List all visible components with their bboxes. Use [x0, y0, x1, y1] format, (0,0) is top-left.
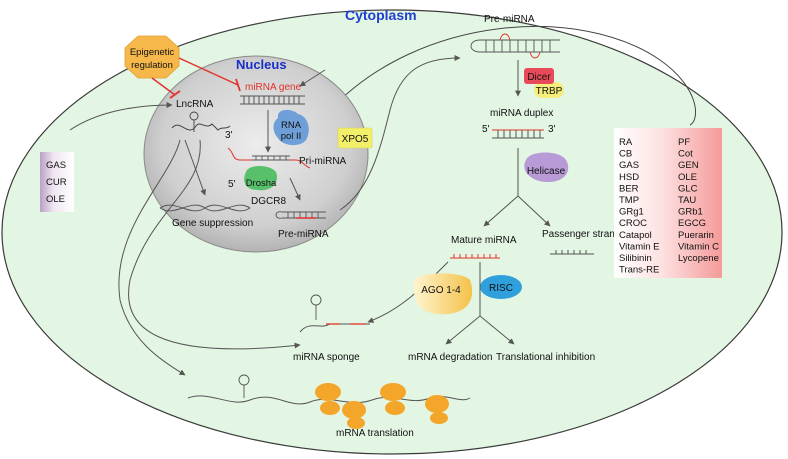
- right-col1-item: TMP: [619, 195, 639, 206]
- epigenetic-inhibit-lncrna-line: [151, 77, 176, 96]
- epigenetic-regulation-hexagon: [124, 35, 180, 79]
- nucleus-title: Nucleus: [236, 57, 287, 72]
- right-col2-item: Vitamin C: [678, 241, 719, 252]
- right-col1-item: CB: [619, 149, 632, 160]
- trbp-box: [534, 82, 564, 98]
- mature-mirna-strand: [450, 254, 500, 259]
- passenger-strand-label: Passenger strand: [542, 229, 620, 240]
- right-col1-item: HSD: [619, 172, 639, 183]
- mirna-duplex-label: miRNA duplex: [490, 108, 553, 119]
- risc-to-degradation-arrow: [445, 315, 481, 345]
- nuclear-export-arrow: [339, 55, 461, 211]
- duplex-5prime: 5': [482, 124, 490, 135]
- pre-mirna-cyto-hairpin: [470, 33, 560, 59]
- right-col1-item: Vitamin E: [619, 241, 659, 252]
- right-compound-panel: [614, 128, 722, 278]
- dicer-label: Dicer: [527, 72, 551, 83]
- mirna-gene-dna: [240, 95, 305, 105]
- split-to-mature-arrow: [483, 195, 519, 227]
- lncrna-structure: [171, 123, 231, 131]
- mirna-duplex-strands: [492, 129, 544, 139]
- dicer-box: [524, 68, 554, 84]
- ribosomes: [315, 383, 449, 429]
- cytoplasm-to-lncrna-arrow: [69, 102, 173, 131]
- mature-to-sponge-arrow: [367, 261, 449, 323]
- drosha-label: Drosha: [246, 178, 277, 189]
- right-col1-item: GRg1: [619, 207, 644, 218]
- lncrna-to-translation-arrow: [118, 139, 186, 376]
- rna-pol-ii-label-2: pol II: [281, 131, 302, 142]
- ago-label: AGO 1-4: [421, 285, 461, 296]
- gene-suppression-label: Gene suppression: [172, 218, 253, 229]
- rna-pol-ii-blob: [273, 109, 309, 146]
- left-compound-panel: [40, 152, 74, 212]
- right-col2-item: OLE: [678, 172, 697, 183]
- right-col1-item: Trans-RE: [619, 265, 659, 276]
- pre-mirna-cyto-label: Pre-miRNA: [484, 14, 535, 25]
- right-col2-item: Puerarin: [678, 230, 714, 241]
- pri-mirna-hairpin: [252, 155, 290, 161]
- mrna-translation-label: mRNA translation: [336, 428, 414, 439]
- passenger-strand-shape: [550, 250, 594, 255]
- right-col2-item: EGCG: [678, 218, 706, 229]
- right-compound-col2: PFCotGENOLEGLCTAUGRb1EGCGPuerarinVitamin…: [678, 137, 719, 264]
- lncrna-label: LncRNA: [176, 99, 214, 110]
- pri-mirna-3prime: 3': [225, 130, 233, 141]
- epigenetic-inhibit-mirna-bar: [235, 78, 241, 92]
- drosha-blob: [244, 166, 278, 191]
- helicase-blob: [524, 152, 569, 182]
- left-compound-1: CUR: [46, 177, 67, 188]
- epigenetic-inhibit-mirna-line: [178, 57, 239, 86]
- feedback-arrow-to-mirna-gene: [299, 69, 326, 87]
- right-col2-item: GLC: [678, 183, 698, 194]
- left-compound-2: OLE: [46, 194, 65, 205]
- right-col2-item: Lycopene: [678, 253, 719, 264]
- risc-to-inhibition-arrow: [479, 315, 515, 345]
- dgcr8-label: DGCR8: [251, 196, 286, 207]
- translational-inhibition-label: Translational inhibition: [496, 352, 595, 363]
- right-col2-item: GEN: [678, 160, 699, 171]
- right-col1-item: RA: [619, 137, 633, 148]
- rna-pol-ii-label-1: RNA: [281, 120, 302, 131]
- split-to-passenger-arrow: [517, 195, 551, 227]
- gene-suppression-dna-strand-b: [159, 204, 251, 212]
- mirna-sponge-label: miRNA sponge: [293, 352, 360, 363]
- epigenetic-regulation-label-2: regulation: [131, 60, 173, 71]
- duplex-3prime: 3': [548, 124, 556, 135]
- lncrna-to-suppression-arrow: [184, 139, 206, 196]
- pre-mirna-nucleus-label: Pre-miRNA: [278, 229, 329, 240]
- epigenetic-inhibit-lncrna-bar: [169, 90, 181, 99]
- risc-blob: [480, 275, 522, 299]
- right-col1-item: CROC: [619, 218, 647, 229]
- xpo5-box: [337, 127, 373, 149]
- right-col2-item: PF: [678, 137, 690, 148]
- pri-mirna-5prime: 5': [228, 179, 236, 190]
- right-col2-item: GRb1: [678, 207, 703, 218]
- right-col1-item: BER: [619, 183, 639, 194]
- pri-mirna-label: Pri-miRNA: [299, 156, 347, 167]
- cytoplasm-divider-curve: [329, 25, 696, 126]
- right-col1-item: GAS: [619, 160, 639, 171]
- trbp-label: TRBP: [536, 86, 563, 97]
- risc-label: RISC: [489, 283, 513, 294]
- right-col2-item: Cot: [678, 149, 693, 160]
- nucleus-compartment: [143, 55, 369, 253]
- right-col1-item: Silibinin: [619, 253, 652, 264]
- helicase-label: Helicase: [527, 166, 566, 177]
- xpo5-label: XPO5: [342, 134, 369, 145]
- right-col1-item: Catapol: [619, 230, 652, 241]
- mrna-degradation-label: mRNA degradation: [408, 352, 493, 363]
- lncrna-to-sponge-arrow: [128, 139, 301, 350]
- cytoplasm-title: Cytoplasm: [345, 7, 417, 23]
- left-compound-0: GAS: [46, 160, 66, 171]
- epigenetic-regulation-label-1: Epigenetic: [130, 47, 175, 58]
- right-col2-item: TAU: [678, 195, 696, 206]
- mirna-gene-label: miRNA gene: [245, 82, 302, 93]
- mature-mirna-label: Mature miRNA: [451, 235, 517, 246]
- ago-blob: [413, 273, 473, 315]
- drosha-processing-arrow: [289, 177, 301, 201]
